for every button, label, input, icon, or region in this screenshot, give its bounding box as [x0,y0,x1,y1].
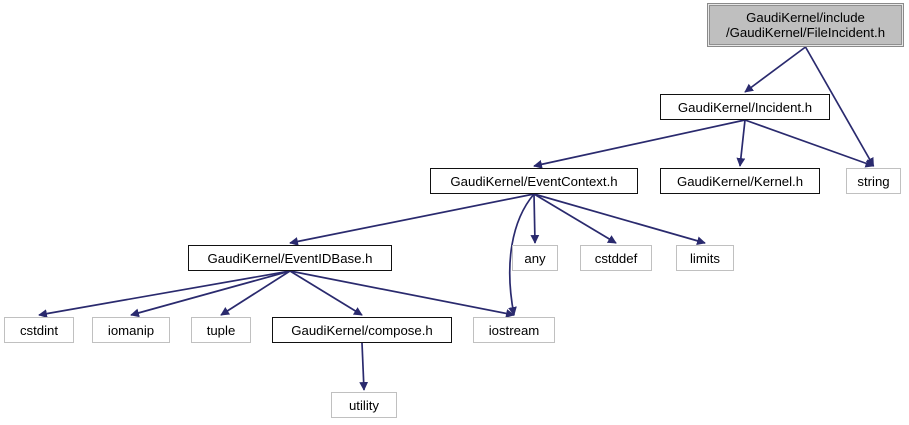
graph-edge-fileincident-to-incident [744,46,807,93]
graph-node-iomanip[interactable]: iomanip [92,317,170,343]
graph-edge-eventidbase-to-cstdint [38,270,291,318]
graph-node-eventidbase[interactable]: GaudiKernel/EventIDBase.h [188,245,392,271]
graph-node-limits[interactable]: limits [676,245,734,271]
graph-edge-eventidbase-to-tuple [220,270,291,316]
graph-edge-fileincident-to-string [804,46,875,167]
graph-node-eventcontext[interactable]: GaudiKernel/EventContext.h [430,168,638,194]
graph-edge-eventcontext-to-cstddef [533,193,617,244]
graph-node-string[interactable]: string [846,168,901,194]
graph-edge-incident-to-kernel [736,119,746,167]
graph-edge-eventcontext-to-eventidbase [289,193,535,246]
graph-node-cstddef[interactable]: cstddef [580,245,652,271]
graph-edge-eventidbase-to-iomanip [130,270,291,318]
graph-edge-incident-to-string [744,119,875,168]
graph-node-utility[interactable]: utility [331,392,397,418]
graph-edge-eventcontext-to-any [530,193,540,244]
graph-node-iostream[interactable]: iostream [473,317,555,343]
graph-node-incident[interactable]: GaudiKernel/Incident.h [660,94,830,120]
graph-edge-compose-to-utility [359,342,369,391]
graph-edge-eventidbase-to-compose [289,270,363,316]
graph-edge-eventcontext-to-limits [533,193,706,246]
graph-node-cstdint[interactable]: cstdint [4,317,74,343]
graph-edge-incident-to-eventcontext [533,119,746,169]
graph-node-any[interactable]: any [512,245,558,271]
graph-node-tuple[interactable]: tuple [191,317,251,343]
graph-node-compose[interactable]: GaudiKernel/compose.h [272,317,452,343]
graph-node-fileincident[interactable]: GaudiKernel/include /GaudiKernel/FileInc… [707,3,904,47]
graph-node-kernel[interactable]: GaudiKernel/Kernel.h [660,168,820,194]
graph-edge-eventidbase-to-iostream [289,270,515,318]
graph-edge-eventcontext-to-iostream [508,193,535,316]
